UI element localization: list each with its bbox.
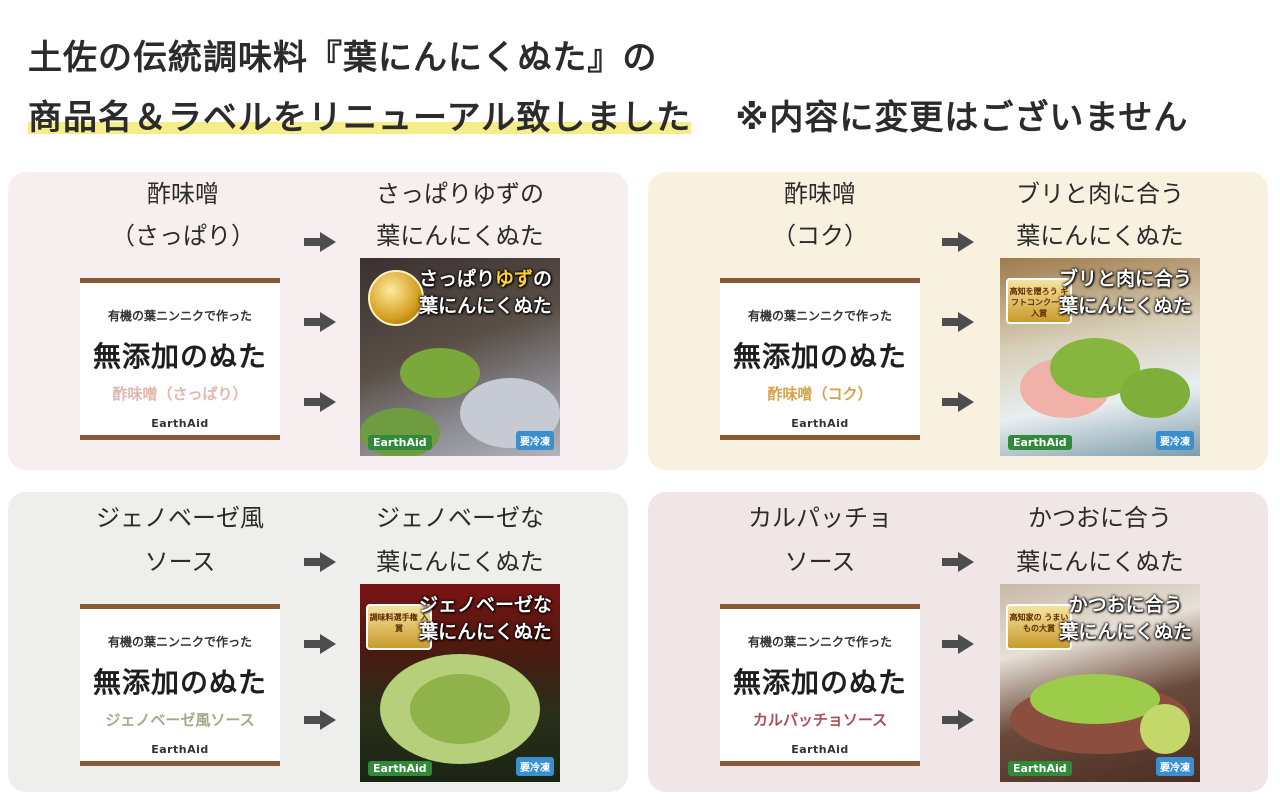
- headline-line-1: 土佐の伝統調味料『葉にんにくぬた』の: [28, 38, 658, 78]
- label-brand-logo: EarthAid: [791, 417, 849, 430]
- right-arrow-icon: [304, 634, 336, 654]
- old-name-line-1: ジェノベーゼ風: [96, 504, 264, 532]
- new-name-line-2: 葉にんにくぬた: [376, 548, 544, 576]
- right-arrow-icon: [942, 552, 974, 572]
- product-panel-genovese: ジェノベーゼ風 ソース ジェノベーゼな 葉にんにくぬた 有機の葉ニンニクで作った…: [8, 492, 628, 792]
- new-product-photo: 高知家の うまいもの大賞 かつおに合う 葉にんにくぬた EarthAid 要冷凍: [1000, 584, 1200, 782]
- label-main-text: 無添加のぬた: [732, 340, 907, 373]
- product-photo-caption: ブリと肉に合う 葉にんにくぬた: [1058, 268, 1192, 317]
- new-name-line-2: 葉にんにくぬた: [1016, 222, 1184, 250]
- product-panel-sappari: 酢味噌 （さっぱり） さっぱりゆずの 葉にんにくぬた 有機の葉ニンニクで作った …: [8, 172, 628, 470]
- label-organic-text: 有機の葉ニンニクで作った: [107, 309, 252, 323]
- old-name-line-2: （さっぱり）: [111, 222, 255, 250]
- old-product-label: 有機の葉ニンニクで作った 無添加のぬた カルパッチョソース EarthAid: [720, 604, 920, 766]
- earthaid-logo: EarthAid: [368, 761, 432, 776]
- old-product-label: 有機の葉ニンニクで作った 無添加のぬた 酢味噌（さっぱり） EarthAid: [80, 278, 280, 440]
- award-plaque: 高知を贈ろう ギフトコンクール 入賞: [1006, 278, 1072, 324]
- frozen-snowflake-icon: 要冷凍: [516, 431, 554, 450]
- headline-note: ※内容に変更はございません: [735, 98, 1189, 138]
- label-flavor-text: ジェノベーゼ風ソース: [105, 711, 255, 729]
- headline: 土佐の伝統調味料『葉にんにくぬた』の 商品名＆ラベルをリニューアル致しました ※内…: [28, 28, 1188, 148]
- new-name-line-1: さっぱりゆずの: [376, 180, 544, 208]
- right-arrow-icon: [942, 710, 974, 730]
- label-organic-text: 有機の葉ニンニクで作った: [747, 309, 892, 323]
- label-brand-logo: EarthAid: [791, 743, 849, 756]
- new-product-photo: 調味料選手権 入賞 ジェノベーゼな 葉にんにくぬた EarthAid 要冷凍: [360, 584, 560, 782]
- product-photo-caption: かつおに合う 葉にんにくぬた: [1059, 594, 1192, 643]
- new-name-line-2: 葉にんにくぬた: [376, 222, 544, 250]
- new-name-line-1: かつおに合う: [1028, 504, 1172, 532]
- new-product-photo: 高知を贈ろう ギフトコンクール 入賞 ブリと肉に合う 葉にんにくぬた Earth…: [1000, 258, 1200, 456]
- old-product-label: 有機の葉ニンニクで作った 無添加のぬた 酢味噌（コク） EarthAid: [720, 278, 920, 440]
- old-name-line-1: 酢味噌: [784, 180, 856, 208]
- frozen-snowflake-icon: 要冷凍: [1156, 431, 1194, 450]
- product-panel-koku: 酢味噌 （コク） ブリと肉に合う 葉にんにくぬた 有機の葉ニンニクで作った 無添…: [648, 172, 1268, 470]
- right-arrow-icon: [304, 312, 336, 332]
- old-name-line-1: カルパッチョ: [748, 504, 892, 532]
- label-organic-text: 有機の葉ニンニクで作った: [747, 635, 892, 649]
- old-name-line-1: 酢味噌: [147, 180, 219, 208]
- frozen-snowflake-icon: 要冷凍: [516, 757, 554, 776]
- right-arrow-icon: [304, 232, 336, 252]
- frozen-snowflake-icon: 要冷凍: [1156, 757, 1194, 776]
- earthaid-logo: EarthAid: [1008, 435, 1072, 450]
- label-main-text: 無添加のぬた: [732, 666, 907, 699]
- headline-line-2: 商品名＆ラベルをリニューアル致しました ※内容に変更はございません: [28, 88, 1188, 148]
- product-panel-carpaccio: カルパッチョ ソース かつおに合う 葉にんにくぬた 有機の葉ニンニクで作った 無…: [648, 492, 1268, 792]
- label-flavor-text: 酢味噌（コク）: [767, 385, 873, 403]
- old-name-line-2: ソース: [144, 548, 216, 576]
- right-arrow-icon: [942, 312, 974, 332]
- product-photo-caption: ジェノベーゼな 葉にんにくぬた: [418, 594, 552, 643]
- headline-highlighted-text: 商品名＆ラベルをリニューアル致しました: [28, 98, 692, 138]
- earthaid-logo: EarthAid: [368, 435, 432, 450]
- label-main-text: 無添加のぬた: [92, 666, 267, 699]
- label-brand-logo: EarthAid: [151, 743, 209, 756]
- right-arrow-icon: [304, 552, 336, 572]
- product-photo-caption: さっぱりゆずの 葉にんにくぬた: [418, 268, 552, 317]
- earthaid-logo: EarthAid: [1008, 761, 1072, 776]
- new-product-photo: さっぱりゆずの 葉にんにくぬた EarthAid 要冷凍: [360, 258, 560, 456]
- right-arrow-icon: [304, 710, 336, 730]
- award-plaque: 高知家の うまいもの大賞: [1006, 604, 1072, 650]
- right-arrow-icon: [942, 392, 974, 412]
- old-name-line-2: ソース: [784, 548, 856, 576]
- label-organic-text: 有機の葉ニンニクで作った: [107, 635, 252, 649]
- ranking-badge: [368, 270, 424, 326]
- new-name-line-1: ジェノベーゼな: [376, 504, 544, 532]
- right-arrow-icon: [942, 232, 974, 252]
- award-plaque: 調味料選手権 入賞: [366, 604, 432, 650]
- old-name-line-2: （コク）: [772, 222, 868, 250]
- label-flavor-text: カルパッチョソース: [752, 711, 888, 729]
- old-product-label: 有機の葉ニンニクで作った 無添加のぬた ジェノベーゼ風ソース EarthAid: [80, 604, 280, 766]
- right-arrow-icon: [304, 392, 336, 412]
- label-main-text: 無添加のぬた: [92, 340, 267, 373]
- label-brand-logo: EarthAid: [151, 417, 209, 430]
- new-name-line-2: 葉にんにくぬた: [1016, 548, 1184, 576]
- new-name-line-1: ブリと肉に合う: [1016, 180, 1184, 208]
- right-arrow-icon: [942, 634, 974, 654]
- label-flavor-text: 酢味噌（さっぱり）: [112, 385, 248, 403]
